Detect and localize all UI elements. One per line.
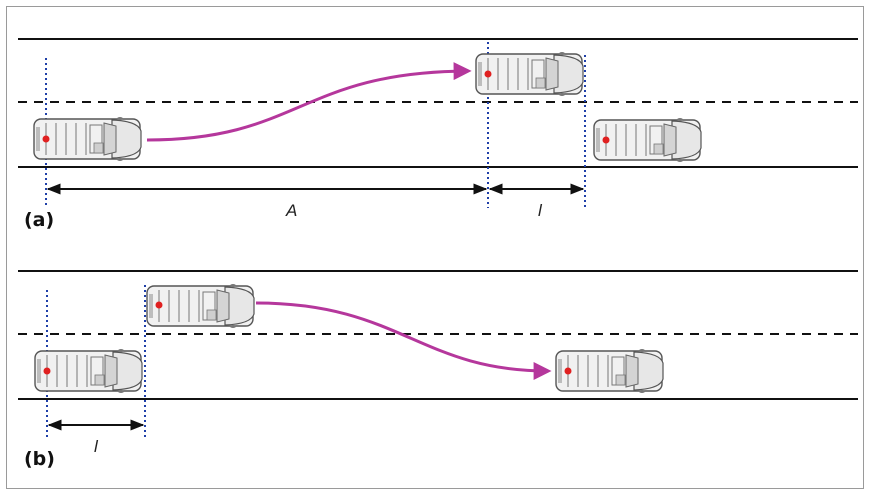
dimension-label-A: A bbox=[285, 201, 297, 220]
vehicle-center-dot bbox=[42, 135, 50, 143]
vehicle-center-dot bbox=[602, 136, 610, 144]
vehicle-start bbox=[33, 116, 142, 162]
vehicle-after-lane-change bbox=[475, 51, 584, 97]
vehicle-center-dot bbox=[43, 367, 51, 375]
panel-b: l (b) bbox=[18, 270, 858, 470]
vehicle-start bbox=[146, 283, 255, 329]
vehicle-center-dot bbox=[564, 367, 572, 375]
vehicle-lead bbox=[593, 117, 702, 163]
trajectory-arrow bbox=[146, 62, 472, 142]
vehicle-center-dot bbox=[484, 70, 492, 78]
vehicle-follower bbox=[34, 348, 143, 394]
trajectory-arrow bbox=[255, 301, 552, 380]
panel-a: A l (a) bbox=[18, 38, 858, 231]
vehicle-center-dot bbox=[155, 301, 163, 309]
panel-label-b: (b) bbox=[24, 448, 55, 470]
vehicle-after-lane-change bbox=[555, 348, 664, 394]
dimension-label-l: l bbox=[94, 437, 99, 456]
panel-label-a: (a) bbox=[24, 209, 54, 231]
figure-frame bbox=[6, 6, 864, 489]
dimension-label-l: l bbox=[538, 201, 543, 220]
